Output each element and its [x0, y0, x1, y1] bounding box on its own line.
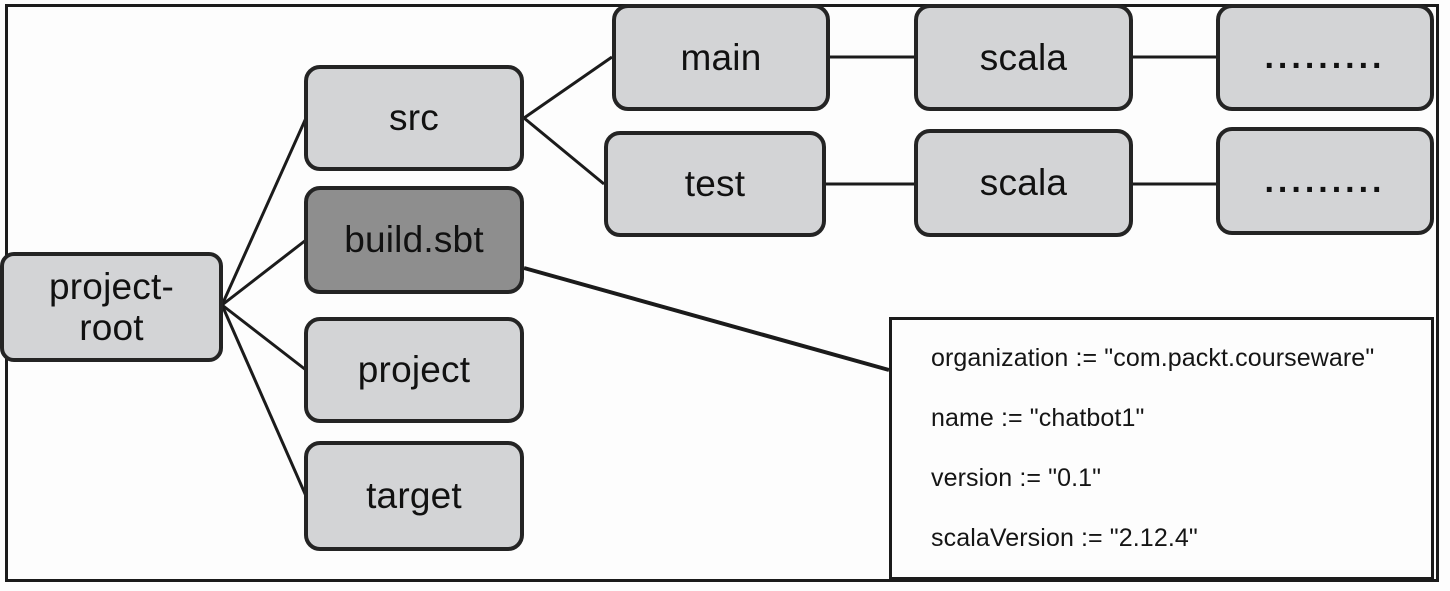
code-line-version: version := "0.1" [931, 464, 1102, 492]
node-test[interactable]: test [604, 131, 826, 237]
node-ellipsis-test[interactable]: ......... [1216, 127, 1434, 235]
node-label: scala [979, 36, 1068, 78]
code-line-organization: organization := "com.packt.courseware" [931, 344, 1375, 372]
node-scala-main[interactable]: scala [914, 4, 1133, 111]
node-label: target [366, 475, 462, 517]
node-main[interactable]: main [612, 4, 830, 111]
node-label: ......... [1264, 161, 1386, 200]
node-target[interactable]: target [304, 441, 524, 551]
node-label: src [389, 97, 439, 139]
node-build-sbt[interactable]: build.sbt [304, 186, 524, 294]
node-label: project- root [49, 265, 174, 348]
node-project-root[interactable]: project- root [0, 252, 223, 362]
node-label: ......... [1264, 38, 1386, 77]
code-line-name: name := "chatbot1" [931, 404, 1145, 432]
node-src[interactable]: src [304, 65, 524, 171]
code-line-scala-version: scalaVersion := "2.12.4" [931, 524, 1198, 552]
build-sbt-contents-panel: organization := "com.packt.courseware" n… [889, 317, 1434, 580]
node-label: main [680, 36, 762, 78]
node-label: scala [979, 162, 1068, 204]
node-scala-test[interactable]: scala [914, 129, 1133, 237]
node-label: build.sbt [344, 219, 484, 261]
node-label: test [684, 163, 746, 205]
node-label: project [357, 349, 471, 391]
node-ellipsis-main[interactable]: ......... [1216, 4, 1434, 111]
node-project[interactable]: project [304, 317, 524, 423]
